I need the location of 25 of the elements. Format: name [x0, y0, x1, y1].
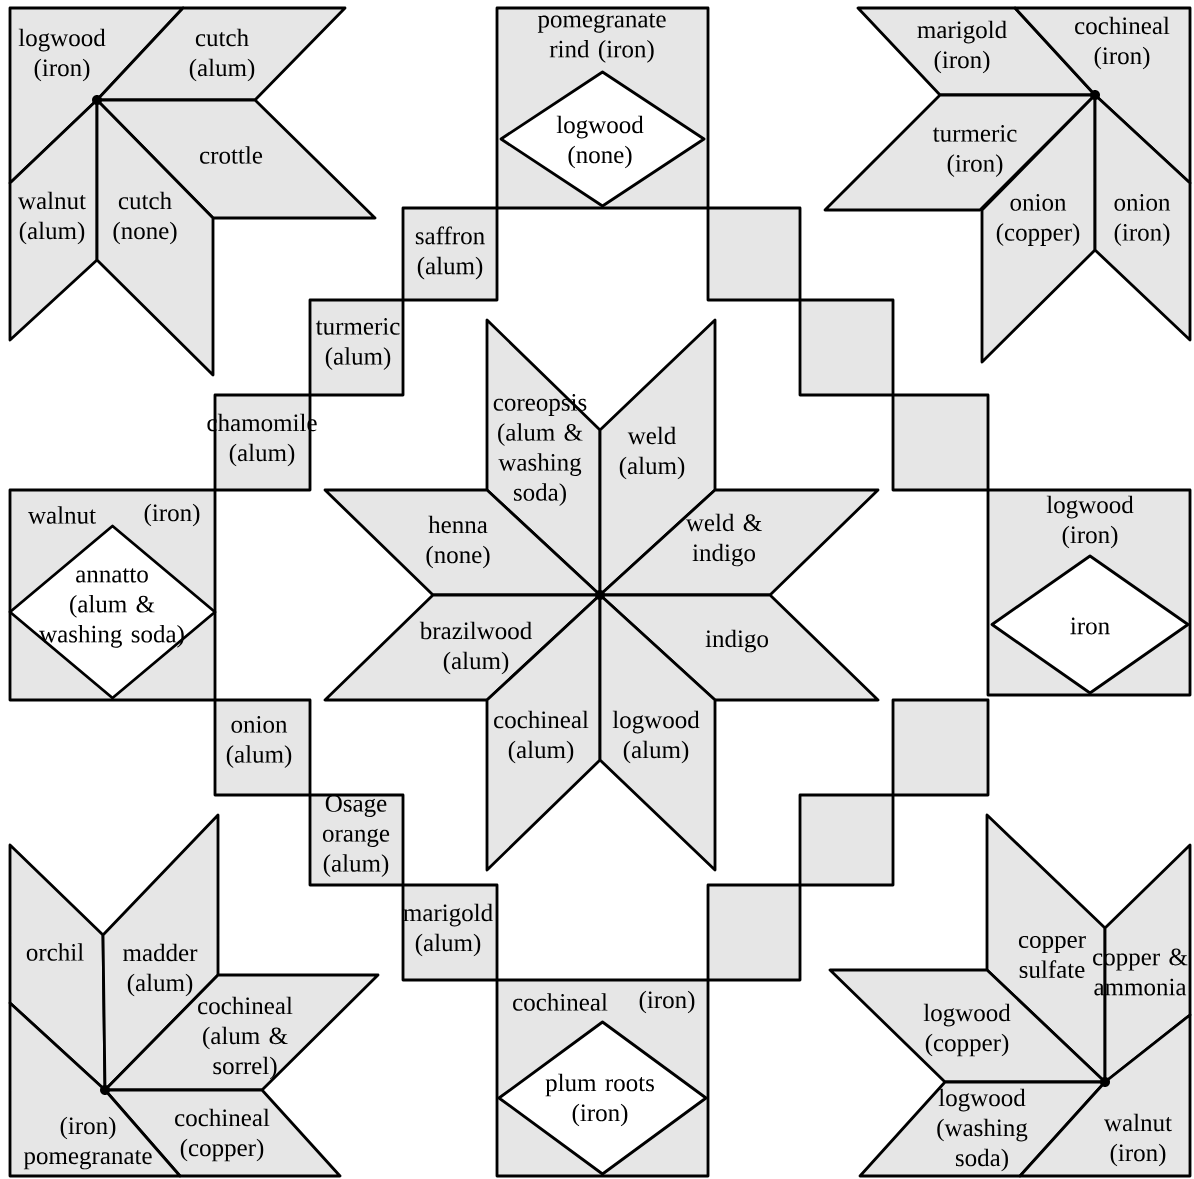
quilt-piece: brazilwood (alum)	[323, 593, 602, 702]
quilt-piece: walnut (alum)	[8, 98, 99, 342]
quilt-piece: orchil	[8, 843, 107, 1092]
quilt-square: turmeric (alum)	[308, 298, 405, 397]
diamond-patch: plum roots (iron)	[497, 1020, 708, 1176]
quilt-square	[706, 883, 802, 982]
quilt-square: onion (alum)	[213, 698, 312, 797]
quilt-piece: onion (iron)	[1093, 93, 1192, 342]
quilt-square	[891, 393, 990, 492]
quilt-square: Osage orange (alum)	[308, 793, 405, 887]
quilt-square	[798, 793, 895, 887]
quilt-square	[706, 206, 802, 302]
quilt-block: pomegranate rind (iron) logwood (none)	[495, 6, 710, 210]
diamond-patch: iron	[990, 554, 1190, 695]
quilt-block: logwood (iron) iron	[986, 488, 1192, 697]
quilt-square	[891, 698, 990, 797]
quilt-piece: indigo	[598, 593, 880, 702]
quilt-piece: weld & indigo	[598, 488, 880, 597]
quilt-piece: logwood (iron)	[8, 6, 185, 185]
quilt-square: saffron (alum)	[401, 206, 499, 302]
quilt-block: walnut (iron) annatto (alum & washing soda)	[8, 488, 217, 702]
quilt-block: cochineal (iron) plum roots (iron)	[495, 978, 710, 1178]
quilt-square	[798, 298, 895, 397]
diamond-patch: logwood (none)	[499, 70, 706, 208]
quilt-square: marigold (alum)	[401, 883, 499, 982]
